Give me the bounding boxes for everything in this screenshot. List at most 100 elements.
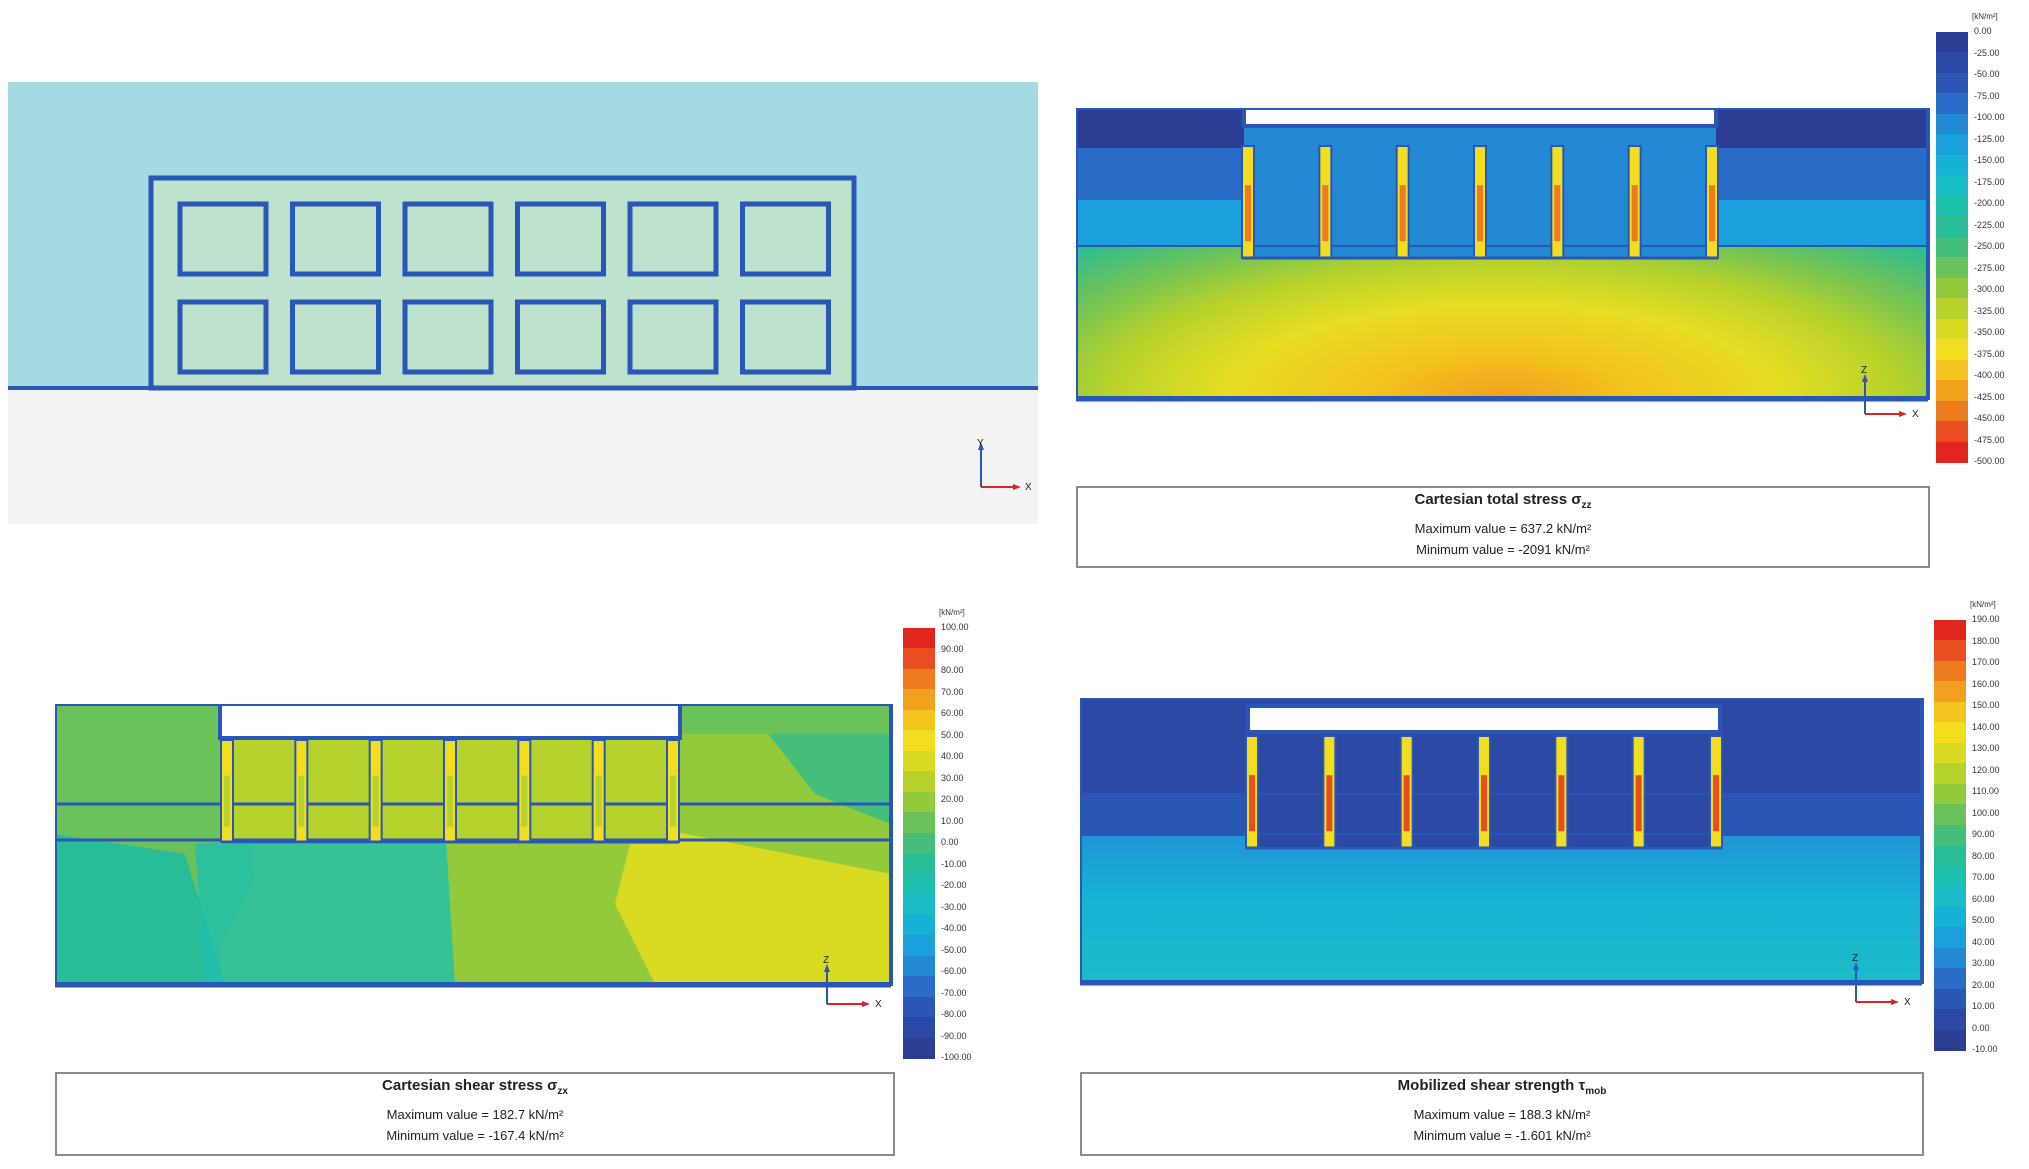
legend-swatch [903, 628, 935, 650]
model-geometry-panel: Y X [8, 82, 1038, 524]
legend-swatch [903, 648, 935, 670]
svg-text:Z: Z [1861, 365, 1867, 376]
column-peak-zone [1554, 185, 1561, 242]
legend-tick-label: -60.00 [941, 966, 967, 976]
legend-tick-label: 70.00 [941, 686, 964, 697]
legend-tick-label: -70.00 [941, 987, 967, 998]
legend-swatch [1936, 257, 1968, 279]
total-stress-legend: [kN/m²]0.00-25.00-50.00-75.00-100.00-125… [1936, 10, 2026, 480]
legend-tick-label: -75.00 [1974, 90, 2000, 101]
legend-swatch [1936, 216, 1968, 238]
legend-swatch [1936, 400, 1968, 422]
svg-text:Z: Z [823, 955, 829, 966]
svg-text:X: X [1904, 997, 1911, 1008]
legend-tick-label: -30.00 [941, 901, 967, 912]
legend-swatch [1936, 421, 1968, 443]
structure-cell [402, 201, 494, 277]
max-value: Maximum value = 637.2 kN/m² [1414, 521, 1592, 536]
column-peak-zone [670, 775, 676, 827]
column-peak-zone [1249, 775, 1255, 832]
legend-swatch [1936, 134, 1968, 156]
legend-swatch [1934, 763, 1966, 785]
structure-cell [290, 201, 381, 277]
legend-swatch [1936, 441, 1968, 463]
legend-swatch [903, 750, 935, 772]
column-peak-zone [1399, 185, 1406, 242]
legend-tick-label: 0.00 [1974, 26, 1992, 36]
legend-swatch [1934, 620, 1966, 642]
legend-swatch [1934, 1029, 1966, 1051]
column-peak-zone [1713, 775, 1719, 832]
axis-triad: Z X [1861, 365, 1919, 420]
legend-swatch [1936, 52, 1968, 74]
lower-region [8, 388, 1038, 524]
legend-tick-label: -225.00 [1974, 219, 2005, 230]
legend-swatch [1936, 175, 1968, 197]
legend-swatch [1934, 906, 1966, 928]
legend-swatch [1934, 824, 1966, 846]
structure-cell [177, 299, 269, 375]
legend-tick-label: 100.00 [941, 622, 969, 632]
svg-text:Z: Z [1852, 953, 1858, 964]
legend-tick-label: 60.00 [1972, 893, 1995, 904]
legend-swatch [1934, 845, 1966, 867]
legend-swatch [903, 1037, 935, 1059]
total-stress-plot: Z X [1076, 108, 1930, 420]
legend-swatch [903, 668, 935, 690]
column-peak-zone [1403, 775, 1410, 832]
structure-cell [290, 299, 381, 375]
column-peak-zone [1481, 775, 1487, 832]
column-peak-zone [521, 775, 528, 827]
legend-tick-label: 50.00 [941, 729, 964, 740]
legend-tick-label: 110.00 [1972, 786, 1999, 796]
min-value: Minimum value = -1.601 kN/m² [1413, 1128, 1591, 1143]
legend-tick-label: -325.00 [1974, 305, 2005, 316]
legend-swatch [903, 709, 935, 731]
legend-swatch [903, 771, 935, 793]
axis-triad: Z X [1852, 953, 1911, 1008]
legend-swatch [1936, 318, 1968, 340]
legend-tick-label: -425.00 [1974, 391, 2005, 402]
axis-label-horizontal: X [1025, 482, 1032, 493]
legend-swatch [1936, 154, 1968, 176]
legend-tick-label: 40.00 [1972, 936, 1995, 947]
structure-cell [627, 299, 719, 375]
column-peak-zone [224, 775, 230, 827]
legend-tick-label: -40.00 [941, 923, 967, 933]
svg-text:X: X [1912, 409, 1919, 420]
legend-tick-label: 0.00 [941, 837, 959, 847]
structure-cell [177, 201, 269, 277]
legend-swatch [1934, 681, 1966, 703]
legend-tick-label: -20.00 [941, 880, 967, 890]
legend-swatch [903, 689, 935, 711]
legend-swatch [1936, 113, 1968, 135]
legend-swatch [1934, 742, 1966, 764]
legend-swatch [1934, 783, 1966, 805]
legend-unit: [kN/m²] [939, 608, 965, 617]
legend-tick-label: -400.00 [1974, 370, 2005, 380]
structure-cell [740, 201, 831, 277]
legend-tick-label: 170.00 [1972, 657, 2000, 667]
legend-tick-label: 160.00 [1972, 678, 2000, 689]
column-peak-zone [1477, 185, 1483, 242]
legend-swatch [1936, 72, 1968, 94]
mobilized-shear-caption: Mobilized shear strength τmob Maximum va… [1080, 1072, 1924, 1156]
column-peak-zone [1709, 185, 1715, 242]
column-peak-zone [1631, 185, 1638, 242]
column-peak-zone [298, 775, 305, 827]
legend-tick-label: -10.00 [941, 858, 967, 869]
legend-tick-label: -10.00 [1972, 1044, 1998, 1054]
legend-tick-label: 100.00 [1972, 807, 2000, 818]
max-value: Maximum value = 188.3 kN/m² [1413, 1107, 1591, 1122]
column-peak-zone [372, 775, 379, 827]
legend-swatch [903, 791, 935, 813]
legend-swatch [903, 832, 935, 854]
legend-tick-label: 10.00 [941, 815, 964, 826]
max-value: Maximum value = 182.7 kN/m² [386, 1107, 564, 1122]
legend-tick-label: -500.00 [1974, 456, 2005, 466]
legend-swatch [1934, 886, 1966, 908]
legend-swatch [1936, 359, 1968, 381]
legend-swatch [903, 996, 935, 1018]
legend-tick-label: -80.00 [941, 1009, 967, 1019]
legend-tick-label: -450.00 [1974, 413, 2005, 423]
